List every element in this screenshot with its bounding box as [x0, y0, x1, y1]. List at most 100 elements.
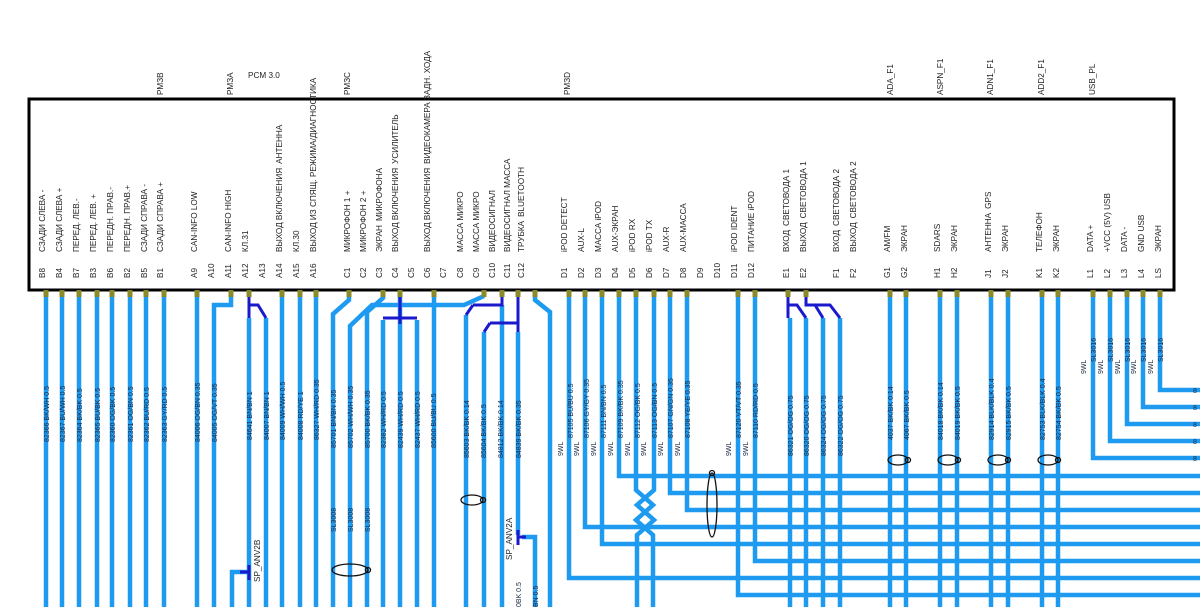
pin-terminal [499, 290, 505, 297]
splice-line [482, 322, 492, 333]
splice-label: SP_ANV2B [253, 539, 262, 582]
pin-id: J2 [1001, 269, 1010, 278]
wire [752, 296, 1200, 564]
wire-label: 82437 WH/RD 0.5 [415, 391, 422, 448]
connector-title: PCM 3.0 [248, 71, 280, 80]
wire-label: 87108 YE/YE 0.35 [685, 380, 692, 438]
pin-terminal [903, 290, 909, 297]
pin-terminal [599, 290, 605, 297]
splice-line [464, 304, 475, 316]
wire-label: 82753 BLK/BLK 0.4 [1040, 378, 1047, 440]
wire-type-tag: 9WL [591, 442, 598, 457]
pin-id: G2 [900, 267, 909, 278]
pin-function-label: iPOD TX [645, 219, 654, 252]
wire-label-fragment: 8 [1193, 422, 1197, 429]
pin-function-label-overlay: ВИДЕОКАМЕРА ЗАДН. ХОДА [423, 50, 432, 163]
pin-id: D6 [645, 267, 654, 278]
pin-terminal [752, 290, 758, 297]
wire-label: 82382 WH/RD 0.5 [381, 391, 388, 448]
pin-function-label: ВХОД [782, 230, 791, 252]
pin-function-label-overlay: УСИЛИТЕЛЬ [391, 114, 400, 163]
pin-id: C2 [359, 267, 368, 278]
pin-function-label: +VCC (5V) USB [1103, 193, 1112, 252]
pin-id: A11 [224, 264, 233, 278]
pin-function-label-overlay: СВЕТОВОДА 1 [799, 161, 808, 218]
pin-terminal [633, 290, 639, 297]
wire-type-tag: 9WL [608, 442, 615, 457]
pin-group-header: ADN1_F1 [986, 59, 995, 95]
pin-function-label: ЭКРАН [375, 225, 384, 252]
wire-label-partial: BN 0.5 [533, 585, 540, 607]
wire-label: 85701 BN/BN 0.35 [331, 390, 338, 448]
usb-cable-label: SL3016 [1141, 338, 1148, 362]
usb-cable-label: SL3016 [1125, 338, 1132, 362]
twisted-pair-end-icon [904, 456, 912, 464]
wire-label: 86321 OG/OG 0.75 [788, 395, 795, 456]
pin-id: D7 [662, 267, 671, 278]
pin-terminal [937, 290, 943, 297]
pin-terminal [1107, 290, 1113, 297]
pin-id: F2 [849, 268, 858, 278]
wire-label: 82364 BK/BK 0.5 [77, 388, 84, 442]
wire-label: 84839 BK/BK 0.35 [516, 400, 523, 458]
pin-markers [43, 290, 1163, 297]
wire [229, 569, 247, 607]
wire [364, 296, 386, 607]
pin-id: J1 [984, 269, 993, 278]
wire-label: 82754 BK/BK 0.5 [1056, 386, 1063, 440]
pin-terminal [785, 290, 791, 297]
pin-id: B7 [72, 268, 81, 278]
wire-label: 86327 WH/RD 0.35 [314, 379, 321, 440]
wire-label: 87113 OG/BN 0.5 [652, 383, 659, 438]
pin-terminal [735, 290, 741, 297]
pin-function-label: ВЫХОД [849, 222, 858, 252]
pin-function-label: ПЕРЕД. ЛЕВ. + [89, 194, 98, 252]
pin-terminal [988, 290, 994, 297]
pin-function-label: КЛ.31 [241, 230, 250, 252]
pin-function-label: ЭКРАН [900, 225, 909, 252]
pin-function-label: СЗАДИ СПРАВА + [156, 182, 165, 252]
pin-group-header: РМЗА [226, 72, 235, 95]
connector-frame [27, 97, 1176, 292]
pin-id: C5 [407, 267, 416, 278]
pin-group-header: ADA_F1 [886, 64, 895, 95]
wire-label: 84009 WH/WH 0.5 [280, 382, 287, 440]
wire-label: 84641 BN/BN 1 [247, 391, 254, 440]
pin-group-header: ASPN_F1 [936, 58, 945, 95]
usb-cable-label: SL3016 [1158, 338, 1165, 362]
pin-function-label: ПЕРЕДН. ПРАВ.- [106, 187, 115, 252]
wire-type-tag: 9WL [558, 442, 565, 457]
wire-label: 82360 OG/BK 0.5 [110, 387, 117, 442]
wire-label-fragment: 8 [1193, 439, 1197, 446]
pin-id: C9 [472, 267, 481, 278]
wire-label: 87107 GN/GN 0.35 [668, 378, 675, 438]
pin-id: A13 [258, 263, 267, 278]
pin-function-label: AM/FM [883, 225, 892, 252]
pin-function-label: AUX-МАССА [679, 203, 688, 252]
wire-label: 84005 OG/VT 0.35 [212, 383, 219, 442]
pin-id: C1 [343, 267, 352, 278]
twisted-pair-icon [460, 494, 484, 506]
splice-line [813, 304, 825, 319]
pin-id: A10 [207, 263, 216, 278]
splice-label: SP_ANV2A [505, 517, 514, 560]
pin-group-header: ADD2_F1 [1037, 59, 1046, 95]
pin-function-label: ВИДЕОСИГНАЛ [488, 190, 497, 252]
pin-id: D11 [730, 263, 739, 278]
pin-terminal [279, 290, 285, 297]
pin-terminal [127, 290, 133, 297]
wire-type-tag: 9WL [1131, 360, 1138, 375]
pin-id: C12 [517, 263, 526, 278]
pin-function-label: ТРУБКА [517, 220, 526, 252]
wire-type-tag: 9WL [726, 442, 733, 457]
pin-function-label: ВИДЕОСИГНАЛ МАССА [503, 158, 512, 252]
pin-function-label: ВЫХОД ИЗ СПЯЩ. РЕЖИМА/ДИАГНОСТИКА [309, 77, 318, 252]
pin-terminal [1124, 290, 1130, 297]
wire [582, 296, 1200, 530]
pin-function-label: SDARS [933, 223, 942, 252]
wire-label: 85603 BK/BK 0.14 [464, 400, 471, 458]
wire-label: 86320 OG/OG 0.75 [804, 395, 811, 456]
pin-terminal [1090, 290, 1096, 297]
pin-id: E2 [799, 268, 808, 278]
